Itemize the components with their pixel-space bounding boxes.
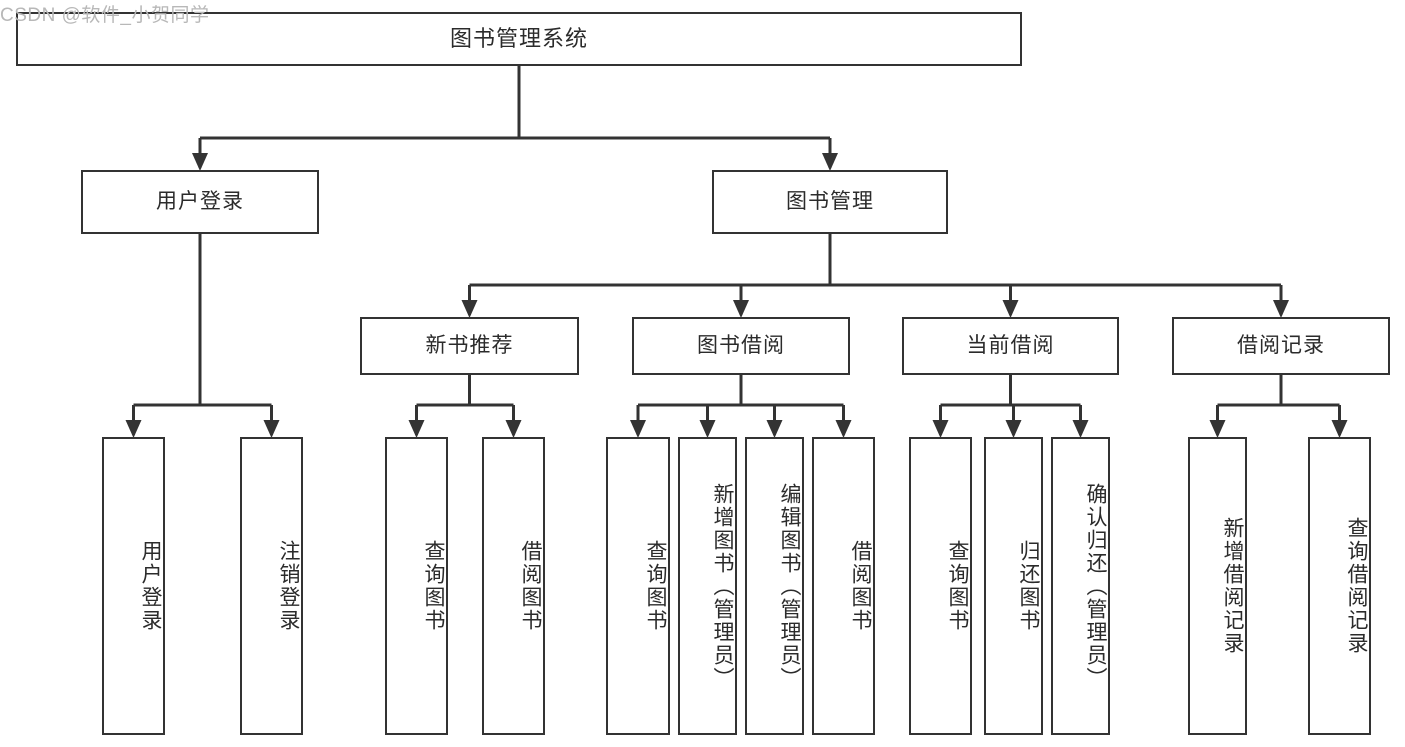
node-leaf-query-book-2[interactable]: 查询图书 [606, 437, 670, 735]
arrowhead-icon [408, 420, 425, 438]
node-borrow-record[interactable]: 借阅记录 [1172, 317, 1390, 375]
node-login[interactable]: 用户登录 [81, 170, 319, 234]
node-leaf-add-record[interactable]: 新增借阅记录 [1188, 437, 1247, 735]
arrowhead-icon [1005, 420, 1022, 438]
node-leaf-query-book-3[interactable]: 查询图书 [909, 437, 972, 735]
node-label: 新增借阅记录 [1221, 517, 1244, 655]
node-label: 用户登录 [139, 540, 162, 632]
node-label: 查询借阅记录 [1345, 517, 1368, 655]
node-root[interactable]: 图书管理系统 [16, 12, 1022, 66]
node-label: 确认归还（管理员） [1084, 482, 1107, 690]
arrowhead-icon [699, 420, 716, 438]
node-book-manage[interactable]: 图书管理 [712, 170, 948, 234]
node-new-book-rec[interactable]: 新书推荐 [360, 317, 579, 375]
node-label: 归还图书 [1017, 540, 1040, 632]
node-label: 借阅记录 [1237, 333, 1325, 357]
node-label: 当前借阅 [966, 333, 1055, 357]
arrowhead-icon [1273, 300, 1289, 318]
node-leaf-logout[interactable]: 注销登录 [240, 437, 303, 735]
node-leaf-user-login[interactable]: 用户登录 [102, 437, 165, 735]
node-label: 注销登录 [277, 540, 300, 632]
arrowhead-icon [505, 420, 522, 438]
arrowhead-icon [733, 300, 749, 318]
arrowhead-icon [1002, 300, 1019, 318]
arrowhead-icon [766, 420, 783, 438]
arrowhead-icon [125, 420, 142, 438]
node-label: 用户登录 [156, 189, 244, 213]
node-label: 借阅图书 [849, 540, 872, 632]
node-leaf-confirm-return[interactable]: 确认归还（管理员） [1051, 437, 1110, 735]
node-current-borrow[interactable]: 当前借阅 [902, 317, 1119, 375]
arrowhead-icon [461, 300, 478, 318]
node-leaf-borrow-book-2[interactable]: 借阅图书 [812, 437, 875, 735]
arrowhead-icon [835, 420, 852, 438]
node-leaf-edit-book[interactable]: 编辑图书（管理员） [745, 437, 804, 735]
node-label: 查询图书 [946, 540, 969, 632]
arrowhead-icon [1331, 420, 1348, 438]
node-label: 图书借阅 [697, 333, 785, 357]
node-label: 借阅图书 [519, 540, 542, 632]
arrowhead-icon [192, 153, 208, 171]
node-label: 查询图书 [422, 540, 445, 632]
node-label: 新书推荐 [425, 333, 514, 357]
arrowhead-icon [263, 420, 280, 438]
node-label: 查询图书 [644, 540, 667, 632]
node-label: 编辑图书（管理员） [778, 482, 801, 690]
arrowhead-icon [822, 153, 838, 171]
arrowhead-icon [1072, 420, 1089, 438]
node-label: 图书管理系统 [449, 26, 588, 52]
node-label: 图书管理 [786, 189, 874, 213]
csdn-watermark: CSDN @软件_小贺同学 [0, 5, 210, 26]
node-book-borrow[interactable]: 图书借阅 [632, 317, 850, 375]
node-leaf-query-book-1[interactable]: 查询图书 [385, 437, 448, 735]
node-leaf-return-book[interactable]: 归还图书 [984, 437, 1043, 735]
node-leaf-query-record[interactable]: 查询借阅记录 [1308, 437, 1371, 735]
arrowhead-icon [932, 420, 949, 438]
node-label: 新增图书（管理员） [711, 482, 734, 690]
node-leaf-add-book[interactable]: 新增图书（管理员） [678, 437, 737, 735]
arrowhead-icon [630, 420, 646, 438]
node-leaf-borrow-book-1[interactable]: 借阅图书 [482, 437, 545, 735]
arrowhead-icon [1209, 420, 1226, 438]
